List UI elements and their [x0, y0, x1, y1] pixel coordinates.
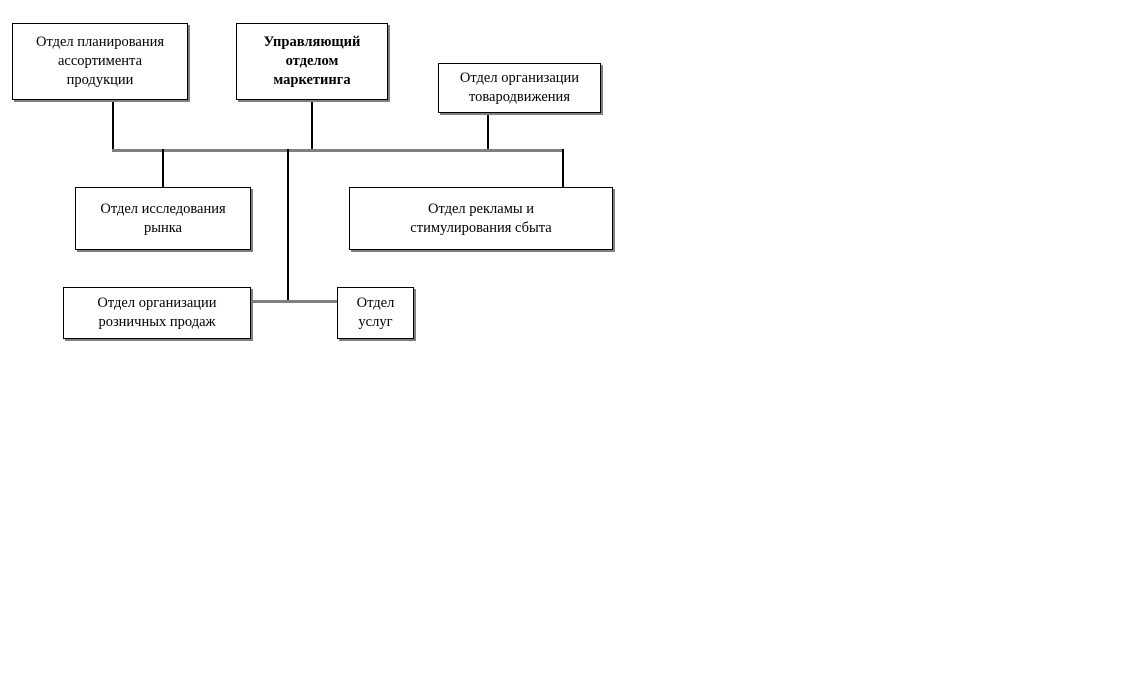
node-goods-distribution: Отдел организации товародвижения: [438, 63, 601, 113]
connector-bus-line: [112, 149, 564, 152]
node-retail-sales: Отдел организации розничных продаж: [63, 287, 251, 339]
node-services-label: Отдел услуг: [356, 295, 395, 330]
connector-drop-assortment-planning: [112, 99, 114, 150]
connector-retail-services-link: [250, 300, 338, 303]
node-market-research-label: Отдел исследования рынка: [100, 200, 226, 236]
connector-drop-marketing-manager: [311, 99, 313, 150]
node-assortment-planning-label: Отдел планирования ассортимента продукци…: [35, 34, 165, 88]
node-market-research: Отдел исследования рынка: [75, 187, 251, 250]
connector-drop-market-research: [162, 149, 164, 188]
node-advertising-sales-promotion-label: Отдел рекламы и стимулирования сбыта: [410, 200, 552, 236]
node-assortment-planning: Отдел планирования ассортимента продукци…: [12, 23, 188, 100]
node-goods-distribution-label: Отдел организации товародвижения: [459, 70, 580, 105]
node-retail-sales-label: Отдел организации розничных продаж: [97, 295, 217, 330]
connector-drop-bottom-row: [287, 149, 289, 302]
node-marketing-manager: Управляющий отделом маркетинга: [236, 23, 388, 100]
node-services: Отдел услуг: [337, 287, 414, 339]
node-advertising-sales-promotion: Отдел рекламы и стимулирования сбыта: [349, 187, 613, 250]
connector-drop-goods-distribution: [487, 112, 489, 150]
node-marketing-manager-label: Управляющий отделом маркетинга: [263, 34, 361, 88]
connector-drop-advertising: [562, 149, 564, 188]
